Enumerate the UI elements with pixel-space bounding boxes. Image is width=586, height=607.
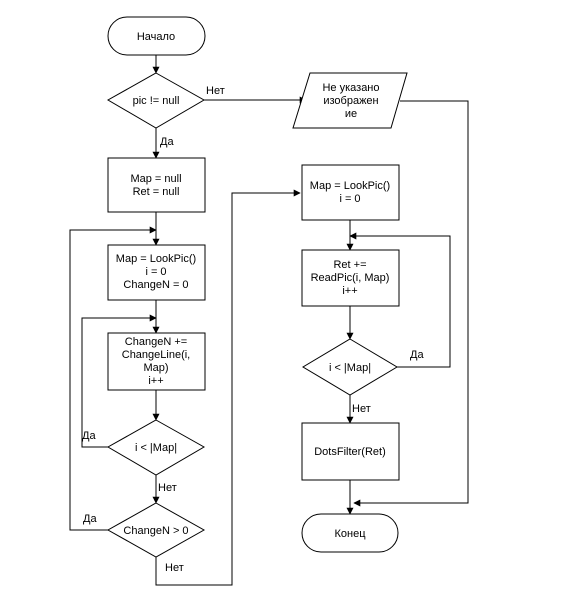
- lookpic-left-line-2: i = 0: [145, 266, 166, 278]
- output-line-1: Не указано: [322, 82, 379, 94]
- connectors: [69, 55, 469, 586]
- process-lookpic-left: Map = LookPic() i = 0 ChangeN = 0: [107, 244, 206, 301]
- decision-changen-yes-label: Да: [83, 513, 97, 525]
- decision-i-left-text: i < |Map|: [135, 442, 177, 454]
- process-init-map-ret: Map = null Ret = null: [107, 157, 206, 213]
- connector-changen-to-right: [155, 189, 301, 586]
- connector-loop-i-left: [81, 314, 157, 448]
- connector-loop-changen: [69, 226, 157, 531]
- init-line-1: Map = null: [130, 173, 181, 185]
- process-readpic: Ret += ReadPic(i, Map) i++: [301, 249, 400, 307]
- end-terminal: Конец: [301, 513, 399, 553]
- start-text: Начало: [137, 31, 175, 43]
- decision-i-right-text: i < |Map|: [329, 362, 371, 374]
- start-terminal: Начало: [107, 16, 206, 56]
- decision-pic-yes-label: Да: [160, 136, 174, 148]
- process-dotsfilter: DotsFilter(Ret): [301, 422, 400, 481]
- init-line-2: Ret = null: [133, 186, 180, 198]
- decision-i-left-no-label: Нет: [158, 482, 177, 494]
- decision-i-right-no-label: Нет: [352, 403, 371, 415]
- decision-pic-text: pic != null: [133, 95, 180, 107]
- readpic-line-1: Ret +=: [333, 259, 366, 271]
- readpic-line-3: i++: [342, 285, 357, 297]
- decision-pic-not-null: pic != null: [106, 72, 206, 129]
- process-lookpic-right: Map = LookPic() i = 0: [301, 164, 400, 221]
- lookpic-left-line-1: Map = LookPic(): [116, 253, 196, 265]
- readpic-line-2: ReadPic(i, Map): [311, 272, 390, 284]
- decision-i-right-yes-label: Да: [410, 349, 424, 361]
- lookpic-right-line-2: i = 0: [339, 193, 360, 205]
- lookpic-left-line-3: ChangeN = 0: [123, 279, 188, 291]
- lookpic-right-line-1: Map = LookPic(): [310, 180, 390, 192]
- changeline-line-3: Map): [143, 362, 168, 374]
- output-no-image: Не указано изображен ие: [292, 72, 408, 129]
- output-line-2: изображен: [323, 95, 378, 107]
- decision-i-left: i < |Map|: [106, 419, 206, 476]
- changeline-line-2: ChangeLine(i,: [122, 349, 191, 361]
- end-text: Конец: [334, 528, 366, 540]
- process-changeline: ChangeN += ChangeLine(i, Map) i++: [107, 332, 206, 391]
- changeline-line-1: ChangeN +=: [125, 336, 187, 348]
- connector-output-to-end: [353, 100, 469, 507]
- dotsfilter-text: DotsFilter(Ret): [314, 446, 386, 458]
- output-line-3: ие: [345, 108, 357, 120]
- changeline-line-4: i++: [148, 375, 163, 387]
- connector-loop-i-right: [349, 232, 451, 368]
- decision-i-left-yes-label: Да: [82, 430, 96, 442]
- decision-changen-text: ChangeN > 0: [123, 525, 188, 537]
- decision-changen: ChangeN > 0: [106, 502, 206, 558]
- decision-pic-no-label: Нет: [206, 85, 225, 97]
- decision-i-right: i < |Map|: [302, 338, 398, 396]
- decision-changen-no-label: Нет: [165, 562, 184, 574]
